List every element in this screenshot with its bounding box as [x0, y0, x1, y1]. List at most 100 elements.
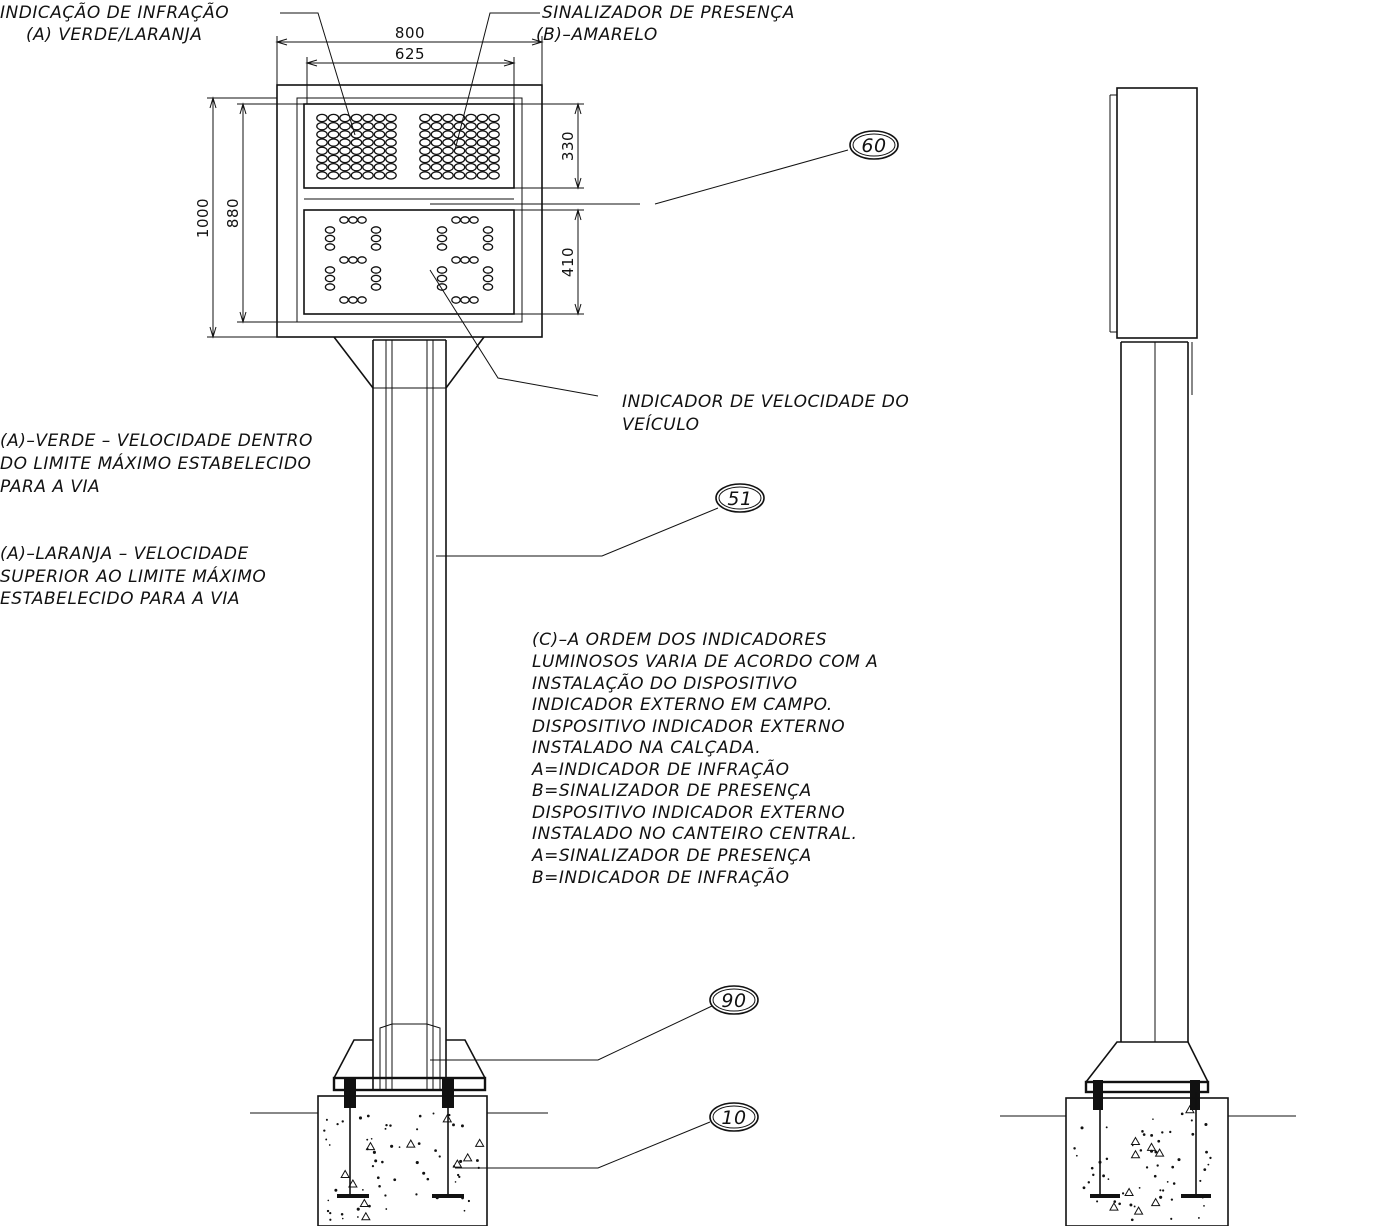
concrete-aggregate — [474, 1138, 485, 1147]
led-dot — [324, 274, 336, 283]
note-line: PARA A VIA — [0, 477, 100, 497]
led-dot — [488, 162, 500, 172]
led-dot — [488, 138, 500, 147]
concrete-speckle — [1191, 1132, 1195, 1136]
led-dot — [339, 296, 349, 304]
led-dot — [453, 171, 466, 180]
concrete-speckle — [417, 1142, 421, 1145]
led-dot — [442, 121, 454, 131]
note-line: INSTALADO NA CALÇADA. — [532, 738, 761, 758]
led-dot — [385, 171, 397, 180]
led-dot — [442, 146, 454, 156]
led-dot — [430, 146, 443, 156]
svg-text:60: 60 — [861, 135, 886, 157]
concrete-speckle — [426, 1177, 430, 1181]
callout-51: 51 — [715, 483, 765, 513]
concrete-speckle — [459, 1159, 463, 1163]
led-dot — [442, 130, 454, 139]
concrete-speckle — [415, 1193, 418, 1196]
concrete-speckle — [460, 1124, 464, 1128]
concrete-speckle — [357, 1216, 359, 1218]
led-dot — [465, 171, 477, 180]
concrete-speckle — [458, 1175, 461, 1178]
concrete-speckle — [1087, 1181, 1090, 1184]
concrete-speckle — [325, 1138, 328, 1141]
led-dot — [460, 216, 470, 224]
concrete-speckle — [1157, 1139, 1161, 1143]
note-line: A=SINALIZADOR DE PRESENÇA — [531, 846, 812, 866]
concrete-speckle — [329, 1218, 332, 1221]
led-dot — [327, 154, 340, 164]
concrete-speckle — [1169, 1130, 1172, 1134]
led-dot — [430, 138, 443, 147]
led-dot — [348, 216, 358, 224]
note-line: (A)–VERDE – VELOCIDADE DENTRO — [0, 431, 313, 451]
concrete-speckle — [422, 1171, 426, 1175]
concrete-speckle — [389, 1124, 392, 1127]
note-line: ESTABELECIDO PARA A VIA — [0, 589, 240, 609]
concrete-speckle — [1190, 1119, 1193, 1122]
led-dot — [442, 113, 454, 123]
led-dot — [327, 138, 340, 147]
led-dot — [339, 162, 351, 172]
led-dot — [370, 274, 382, 283]
concrete-aggregate — [1133, 1206, 1144, 1215]
led-dot — [339, 138, 351, 147]
concrete-speckle — [1153, 1174, 1157, 1178]
led-dot — [482, 266, 494, 274]
dim-330: 330 — [559, 131, 577, 161]
concrete-speckle — [1159, 1195, 1163, 1199]
led-dot — [362, 146, 374, 156]
front-view: 800 625 1000 880 330 410 60 51 — [194, 12, 899, 1226]
note-line: SUPERIOR AO LIMITE MÁXIMO — [0, 565, 266, 587]
led-dot — [430, 162, 443, 172]
seven-segment-digit-right — [436, 216, 494, 304]
led-dot — [350, 154, 363, 164]
led-dot — [385, 146, 397, 156]
green-note: (A)–VERDE – VELOCIDADE DENTRO DO LIMITE … — [0, 431, 313, 497]
presence-color: (B)–AMARELO — [536, 25, 658, 45]
led-dot — [482, 234, 494, 243]
concrete-speckle — [1203, 1205, 1205, 1207]
concrete-speckle — [1131, 1144, 1134, 1147]
concrete-aggregate — [405, 1139, 416, 1148]
led-dot — [442, 162, 454, 172]
led-dot — [324, 283, 336, 291]
led-dot — [419, 113, 431, 123]
led-dot — [350, 146, 363, 156]
concrete-speckle — [362, 1189, 364, 1191]
led-dot — [327, 130, 340, 139]
concrete-speckle — [366, 1114, 370, 1118]
led-dot — [373, 113, 386, 123]
concrete-speckle — [1199, 1179, 1202, 1182]
concrete-speckle — [1105, 1157, 1109, 1161]
led-dot — [465, 162, 477, 172]
concrete-speckle — [1082, 1186, 1086, 1190]
led-dot — [419, 154, 431, 164]
concrete-speckle — [1107, 1178, 1110, 1180]
concrete-speckle — [340, 1213, 344, 1216]
concrete-speckle — [1113, 1200, 1117, 1203]
led-dot — [316, 113, 328, 123]
led-dot — [488, 130, 500, 139]
concrete-speckle — [341, 1217, 344, 1220]
concrete-speckle — [384, 1127, 387, 1130]
led-dot — [350, 138, 363, 147]
led-dot — [385, 138, 397, 147]
led-dot — [451, 296, 461, 304]
display-panel — [276, 84, 543, 338]
led-dot — [442, 154, 454, 164]
led-dot — [324, 234, 336, 243]
concrete-speckle — [1121, 1192, 1125, 1195]
led-dot — [327, 171, 340, 180]
led-dot — [324, 226, 336, 234]
led-dot — [339, 256, 349, 264]
led-dot — [430, 171, 443, 180]
callout-60: 60 — [849, 130, 899, 160]
led-dot — [476, 138, 489, 147]
led-dot — [385, 154, 397, 164]
led-dot — [316, 162, 328, 172]
concrete-aggregate — [1124, 1187, 1134, 1196]
concrete-speckle — [336, 1123, 339, 1126]
led-dot — [373, 162, 386, 172]
